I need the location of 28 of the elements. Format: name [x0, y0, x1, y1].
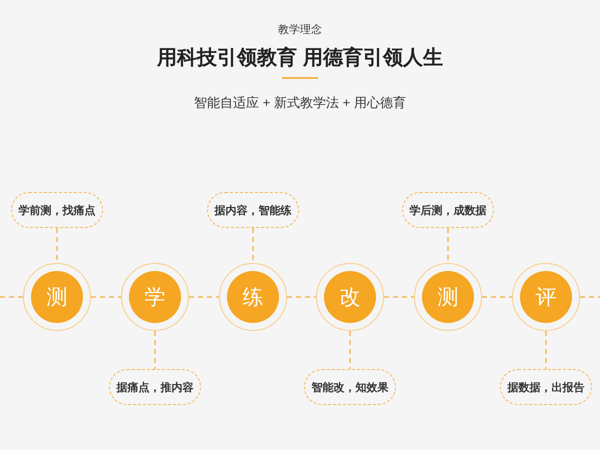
- step-circle: 评: [512, 263, 580, 331]
- leader-line: [545, 331, 547, 369]
- step-circle: 改: [316, 263, 384, 331]
- step-circle: 学: [121, 263, 189, 331]
- callout-bubble: 学后测，成数据: [402, 192, 494, 228]
- timeline-connector: [580, 296, 600, 298]
- timeline-connector: [384, 296, 414, 298]
- step-circle: 测: [414, 263, 482, 331]
- leader-line: [252, 228, 254, 263]
- main-heading: 用科技引领教育 用德育引领人生: [157, 47, 443, 69]
- callout-bubble: 学前测，找痛点: [11, 192, 103, 228]
- step-circle: 测: [23, 263, 91, 331]
- leader-line: [56, 228, 58, 263]
- leader-line: [154, 331, 156, 369]
- timeline-connector: [189, 296, 219, 298]
- timeline-connector: [91, 296, 121, 298]
- timeline-connector: [287, 296, 316, 298]
- callout-bubble: 据内容，智能练: [207, 192, 299, 228]
- callout-bubble: 据数据，出报告: [500, 369, 592, 405]
- timeline-connector: [0, 296, 23, 298]
- eyebrow-text: 教学理念: [278, 24, 322, 36]
- leader-line: [349, 331, 351, 369]
- subtitle-text: 智能自适应 + 新式教学法 + 用心德育: [194, 95, 406, 110]
- leader-line: [447, 228, 449, 263]
- step-circle: 练: [219, 263, 287, 331]
- timeline-connector: [482, 296, 512, 298]
- callout-bubble: 据痛点，推内容: [109, 369, 201, 405]
- callout-bubble: 智能改，知效果: [304, 369, 396, 405]
